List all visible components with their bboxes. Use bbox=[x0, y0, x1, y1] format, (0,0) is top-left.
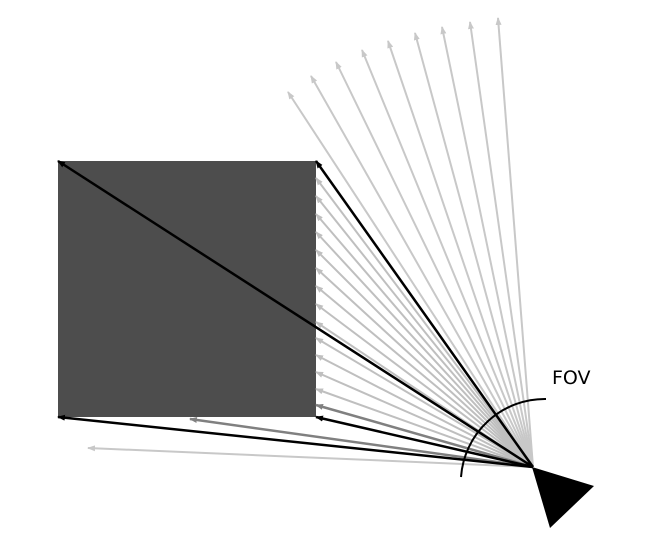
hit-ray bbox=[315, 388, 534, 468]
free-ray bbox=[413, 32, 534, 468]
hit-ray bbox=[315, 371, 534, 468]
hit-rays-group bbox=[189, 177, 534, 469]
hit-ray bbox=[315, 337, 534, 468]
free-ray bbox=[387, 40, 534, 468]
free-ray bbox=[335, 61, 534, 468]
corner-rays-group bbox=[57, 159, 535, 469]
free-ray bbox=[440, 26, 534, 468]
hit-ray bbox=[315, 285, 534, 468]
corner-ray bbox=[57, 159, 534, 469]
free-ray bbox=[87, 445, 534, 468]
corner-ray bbox=[57, 414, 534, 469]
free-ray bbox=[468, 21, 534, 468]
free-rays-group bbox=[87, 17, 534, 468]
hit-ray bbox=[315, 177, 534, 468]
hit-ray bbox=[315, 354, 534, 468]
free-ray bbox=[495, 17, 534, 468]
edge-hit-ray bbox=[315, 403, 534, 469]
free-ray bbox=[287, 91, 534, 468]
edge-hit-ray bbox=[189, 416, 534, 469]
camera-triangle-icon bbox=[532, 467, 594, 528]
fov-arc bbox=[460, 397, 547, 478]
hit-ray bbox=[315, 195, 534, 468]
corner-ray bbox=[314, 160, 535, 468]
obstacle-square bbox=[58, 161, 316, 417]
fov-label: FOV bbox=[552, 367, 591, 389]
hit-ray bbox=[315, 267, 534, 468]
free-ray bbox=[310, 75, 534, 468]
corner-ray bbox=[315, 415, 534, 469]
hit-ray bbox=[315, 249, 534, 468]
hit-ray bbox=[315, 231, 534, 468]
hit-ray bbox=[315, 303, 534, 468]
free-ray bbox=[361, 49, 534, 468]
hit-ray bbox=[315, 213, 534, 468]
